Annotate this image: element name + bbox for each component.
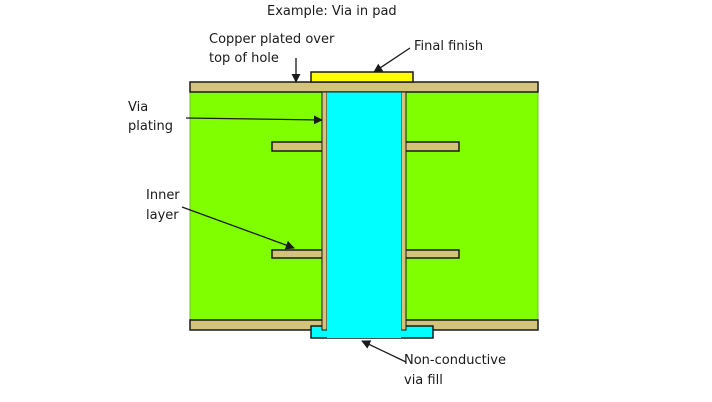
top-copper-layer bbox=[189, 81, 539, 93]
label-final-finish: Final finish bbox=[414, 39, 484, 54]
inner-layer-bottom-right bbox=[403, 249, 460, 259]
label-inner-layer-1: Inner bbox=[146, 188, 180, 203]
inner-layer-bottom-left bbox=[271, 249, 325, 259]
via-fill-arrow bbox=[361, 340, 407, 363]
diagram-title: Example: Via in pad bbox=[267, 4, 397, 19]
final-finish-arrow bbox=[373, 47, 411, 73]
label-copper-plated-1: Copper plated over bbox=[209, 32, 335, 47]
inner-layer-top-right bbox=[403, 141, 460, 152]
label-via-fill-1: Non-conductive bbox=[404, 353, 506, 368]
inner-layer-top-left bbox=[271, 141, 325, 152]
via-plating-left bbox=[321, 91, 328, 331]
dielectric-left bbox=[190, 92, 322, 320]
dielectric-right bbox=[406, 92, 538, 320]
inner-layer-arrow bbox=[181, 206, 295, 250]
label-via-fill-2: via fill bbox=[404, 373, 443, 388]
via-plating-arrow bbox=[185, 115, 323, 125]
via-plating-right bbox=[400, 91, 407, 331]
label-inner-layer-2: layer bbox=[146, 208, 179, 223]
label-via-plating-2: plating bbox=[128, 119, 174, 134]
via-fill-barrel bbox=[327, 92, 401, 338]
final-finish-pad bbox=[310, 71, 414, 83]
label-copper-plated-2: top of hole bbox=[209, 51, 279, 66]
label-via-plating-1: Via bbox=[128, 100, 149, 115]
